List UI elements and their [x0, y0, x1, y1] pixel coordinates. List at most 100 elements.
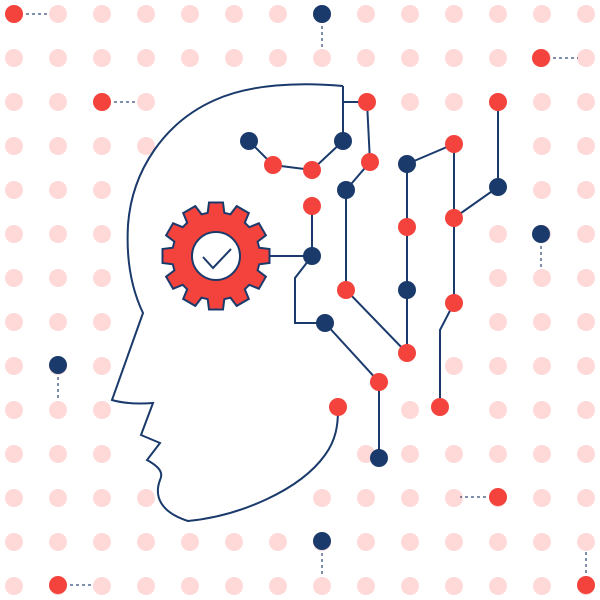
background-dot [577, 445, 595, 463]
background-dot [489, 445, 507, 463]
circuit-node-navy [398, 155, 416, 173]
background-dot [269, 533, 287, 551]
background-dot [533, 313, 551, 331]
background-dot [225, 533, 243, 551]
background-dot [577, 269, 595, 287]
background-dot [533, 357, 551, 375]
background-dot [489, 313, 507, 331]
background-dot [577, 137, 595, 155]
background-dot [401, 445, 419, 463]
background-dot [489, 577, 507, 595]
circuit-node-red [532, 49, 550, 67]
background-dot [577, 93, 595, 111]
background-dot [225, 49, 243, 67]
circuit-node-red [489, 488, 507, 506]
circuit-node-navy [532, 225, 550, 243]
circuit-nodes [5, 5, 595, 594]
background-dot [181, 577, 199, 595]
circuit-node-red [398, 218, 416, 236]
background-dot [489, 225, 507, 243]
background-dot [401, 49, 419, 67]
background-dot [577, 5, 595, 23]
circuit-node-navy [316, 314, 334, 332]
background-dot [49, 533, 67, 551]
circuit-node-navy [398, 281, 416, 299]
background-dot [181, 5, 199, 23]
background-dot [93, 401, 111, 419]
background-dot [401, 93, 419, 111]
background-dot [5, 313, 23, 331]
circuit-line [294, 255, 380, 458]
background-dot [5, 181, 23, 199]
background-dot [401, 533, 419, 551]
background-dot [445, 93, 463, 111]
circuit-node-red [370, 373, 388, 391]
background-dot [5, 225, 23, 243]
background-dot [49, 5, 67, 23]
circuit-node-navy [49, 356, 67, 374]
background-dot [225, 5, 243, 23]
background-dot [137, 533, 155, 551]
background-dot [93, 489, 111, 507]
circuit-node-red [431, 398, 449, 416]
background-dot [93, 577, 111, 595]
background-dot [93, 181, 111, 199]
circuit-node-red [398, 344, 416, 362]
background-dot [357, 533, 375, 551]
background-dot [181, 49, 199, 67]
background-dot [577, 313, 595, 331]
background-dot [533, 5, 551, 23]
gear-icon [161, 201, 271, 311]
background-dot [93, 5, 111, 23]
background-dot [49, 445, 67, 463]
background-dot [489, 49, 507, 67]
background-dot [445, 445, 463, 463]
background-dot [445, 357, 463, 375]
background-dot [49, 269, 67, 287]
background-dot [93, 533, 111, 551]
background-dot [533, 137, 551, 155]
circuit-node-red [49, 576, 67, 594]
background-dot [533, 181, 551, 199]
background-dot [93, 313, 111, 331]
circuit-node-navy [313, 5, 331, 23]
background-dot [445, 49, 463, 67]
background-dot [489, 401, 507, 419]
background-dot [49, 313, 67, 331]
background-dot [49, 137, 67, 155]
background-dot [357, 577, 375, 595]
circuit-line [345, 101, 408, 354]
background-dot [49, 225, 67, 243]
background-dot [49, 93, 67, 111]
background-dot [269, 49, 287, 67]
background-dot [49, 181, 67, 199]
background-dot [489, 5, 507, 23]
background-dot [93, 357, 111, 375]
background-dot [93, 445, 111, 463]
background-dot [357, 49, 375, 67]
background-dot [5, 49, 23, 67]
circuit-node-red [445, 294, 463, 312]
ai-head-icon [110, 83, 344, 523]
circuit-node-navy [370, 449, 388, 467]
background-dot [5, 357, 23, 375]
circuit-line [406, 143, 455, 353]
background-dot [445, 489, 463, 507]
background-dot-grid [5, 5, 595, 595]
background-dot [577, 357, 595, 375]
background-dot [5, 445, 23, 463]
background-dot [489, 269, 507, 287]
background-dot [137, 5, 155, 23]
background-dot [269, 5, 287, 23]
background-dot [93, 269, 111, 287]
background-dot [137, 93, 155, 111]
circuit-node-red [337, 281, 355, 299]
circuit-node-red [445, 135, 463, 153]
background-dot [137, 489, 155, 507]
background-dot [533, 577, 551, 595]
background-dot [313, 489, 331, 507]
circuit-node-red [264, 156, 282, 174]
background-dot [269, 577, 287, 595]
background-dot [577, 181, 595, 199]
background-dot [577, 225, 595, 243]
